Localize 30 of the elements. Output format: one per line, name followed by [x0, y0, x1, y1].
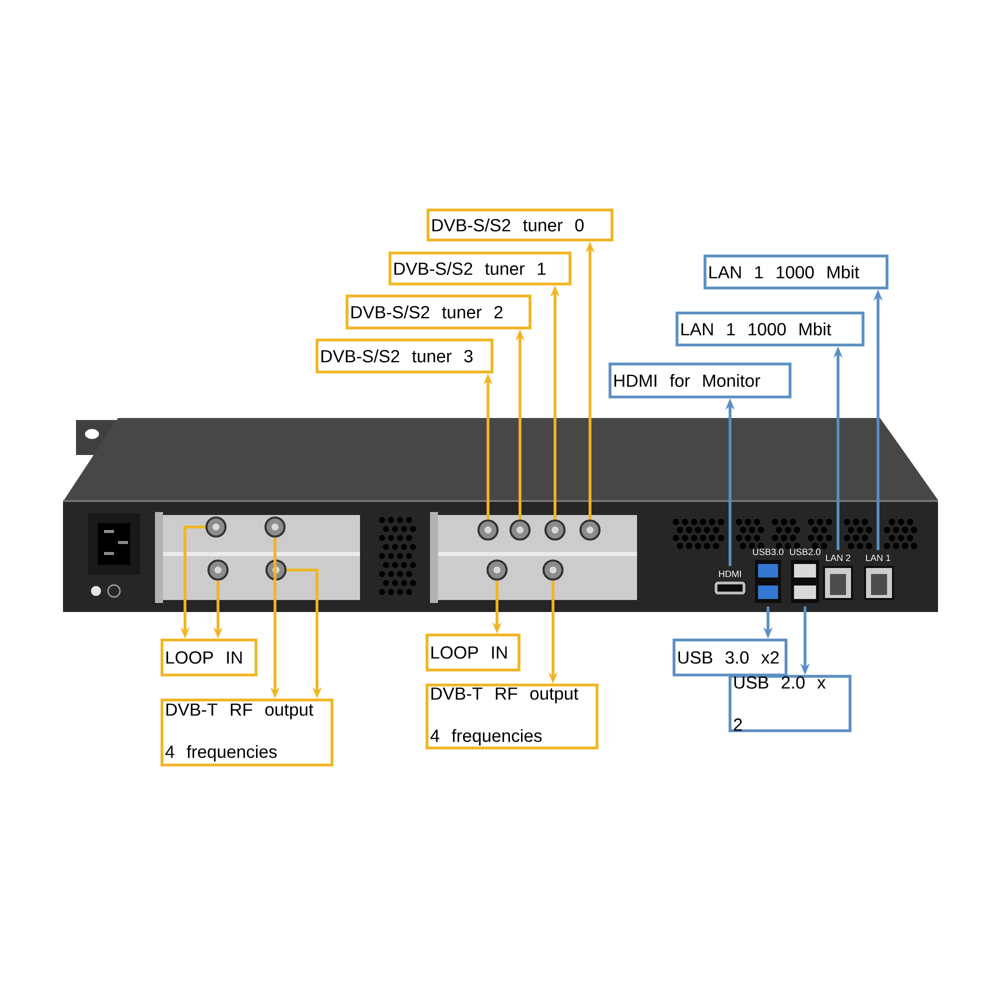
- callout-box: DVB-T RF output 4 frequencies: [426, 684, 598, 750]
- callout-box: USB 2.0 x 2: [728, 674, 852, 732]
- node-label: LAN 1: [866, 554, 890, 562]
- callout-box: DVB-S/S2 tuner 0: [426, 208, 614, 242]
- callout-box: LAN 1 1000 Mbit: [704, 254, 888, 290]
- callout-box: LAN 1 1000 Mbit: [676, 312, 864, 346]
- callout-box: LOOP IN: [160, 638, 258, 676]
- callout-box: DVB-S/S2 tuner 2: [346, 294, 532, 330]
- node-label: LAN 2: [826, 554, 850, 562]
- lan-port: LAN 1: [864, 554, 894, 600]
- callout-box: DVB-T RF output 4 frequencies: [160, 698, 334, 766]
- usb-port: USB3.0: [753, 548, 784, 603]
- node-label: USB3.0: [752, 548, 784, 556]
- callout-box: DVB-S/S2 tuner 1: [388, 252, 572, 286]
- coax-connector: [509, 519, 531, 541]
- node-label: HDMI: [719, 570, 741, 577]
- usb-port: USB2.0: [790, 548, 820, 603]
- hdmi-port: HDMI: [714, 570, 746, 594]
- coax-connector: [542, 559, 564, 581]
- coax-connector: [544, 519, 566, 541]
- callout-box: USB 3.0 x2: [672, 638, 788, 676]
- coax-connector: [477, 519, 499, 541]
- coax-connector: [264, 516, 286, 538]
- callout-box: HDMI for Monitor: [608, 362, 792, 398]
- callout-box: DVB-S/S2 tuner 3: [316, 338, 494, 374]
- coax-connector: [486, 559, 508, 581]
- coax-connector: [207, 559, 229, 581]
- node-label: USB2.0: [790, 548, 820, 556]
- lan-port: LAN 2: [823, 554, 854, 600]
- callout-box: LOOP IN: [426, 634, 520, 672]
